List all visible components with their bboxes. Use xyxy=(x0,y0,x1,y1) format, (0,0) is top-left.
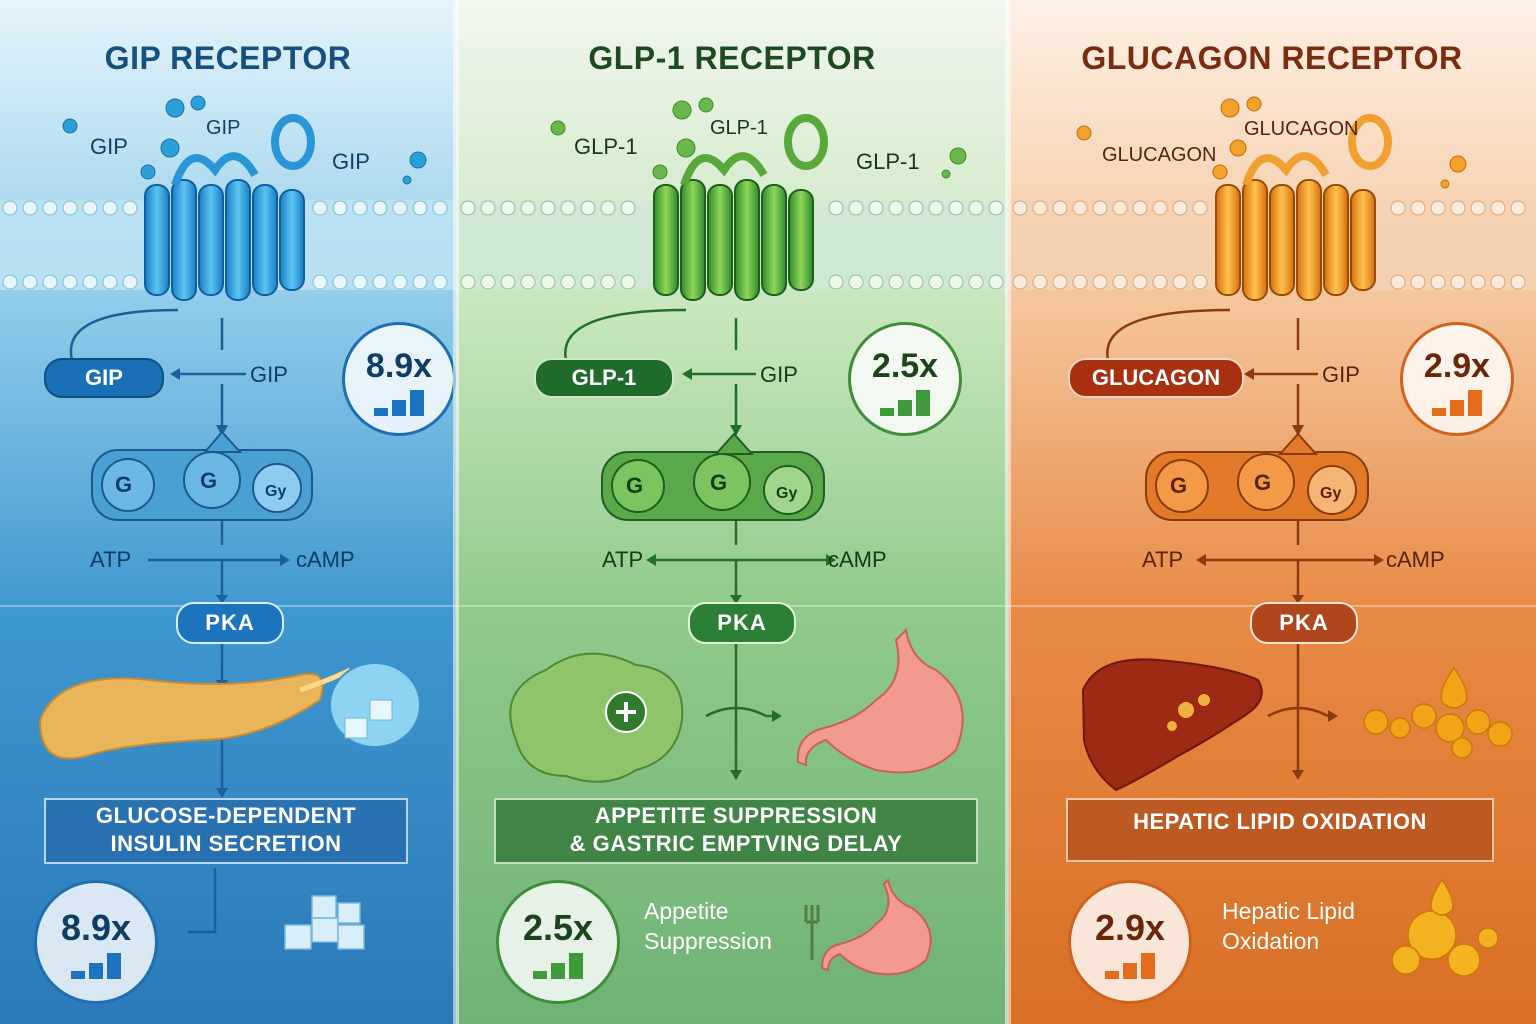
glp1-receptor-protein xyxy=(653,114,828,301)
atp-label: ATP xyxy=(1142,547,1184,572)
svg-text:G: G xyxy=(200,468,217,493)
ligand-label: GIP xyxy=(90,134,128,159)
pancreas-illustration xyxy=(38,662,421,760)
panel-divider xyxy=(1005,0,1011,1024)
gip-panel-background: G G Gy xyxy=(0,0,456,1024)
bar-chart-icon xyxy=(37,953,155,979)
pka-pill: PKA xyxy=(1250,602,1358,644)
badge-value: 2.9x xyxy=(1423,347,1491,385)
bar-chart-icon xyxy=(1403,390,1511,416)
gip-g-protein xyxy=(91,430,313,521)
glucagon-receptor-panel: G G Gy GLUCAGON RECEPTOR GLUCAGON GLUCAGON… xyxy=(1008,0,1536,1024)
ligand-label: GIP xyxy=(206,117,241,139)
glucagon-pathway-arrows xyxy=(1106,308,1374,770)
bottom-fold-change-badge: 8.9x xyxy=(34,880,158,1004)
panel-title: GIP RECEPTOR xyxy=(104,40,352,76)
bar-chart-icon xyxy=(345,390,453,416)
camp-label: cAMP xyxy=(296,547,355,572)
fold-change-badge: 2.9x xyxy=(1400,322,1514,436)
ligand-pill: GIP xyxy=(44,358,164,398)
arrow-label: GIP xyxy=(250,362,288,387)
svg-text:G: G xyxy=(710,470,727,495)
badge-value: 8.9x xyxy=(60,907,132,948)
ligand-label: GLUCAGON xyxy=(1244,118,1359,140)
caption-line-1: Appetite xyxy=(644,898,729,924)
bottom-lipid-droplets xyxy=(1391,878,1499,977)
gip-membrane xyxy=(2,200,448,290)
atp-label: ATP xyxy=(90,547,132,572)
bar-chart-icon xyxy=(499,953,617,979)
panel-divider xyxy=(453,0,459,1024)
svg-text:G: G xyxy=(115,472,132,497)
output-line-2: INSULIN SECRETION xyxy=(110,831,342,856)
output-line-1: APPETITE SUPPRESSION xyxy=(594,803,878,828)
brain-illustration xyxy=(509,652,684,783)
fork-icon xyxy=(804,905,820,960)
bottom-fold-change-badge: 2.5x xyxy=(496,880,620,1004)
ligand-label: GLUCAGON xyxy=(1102,144,1217,166)
caption-line-2: Oxidation xyxy=(1222,928,1320,954)
arrow-label: GIP xyxy=(760,362,798,387)
caption-line-2: Suppression xyxy=(644,928,772,954)
bar-chart-icon xyxy=(1071,953,1189,979)
ligand-label: GIP xyxy=(332,149,370,174)
glucagon-panel-background: G G Gy xyxy=(1008,0,1536,1024)
svg-text:Gy: Gy xyxy=(776,485,797,502)
lipid-droplets-illustration xyxy=(1363,666,1513,759)
panel-title: GLUCAGON RECEPTOR xyxy=(1081,40,1463,76)
liver-illustration xyxy=(1081,658,1263,792)
gip-receptor-protein xyxy=(144,114,315,301)
bar-chart-icon xyxy=(851,390,959,416)
output-effect-box: GLUCOSE-DEPENDENT INSULIN SECRETION xyxy=(44,798,408,864)
badge-value: 8.9x xyxy=(365,347,433,385)
glucagon-receptor-protein xyxy=(1215,114,1392,301)
fold-change-badge: 2.5x xyxy=(848,322,962,436)
ligand-pill: GLP-1 xyxy=(534,358,674,398)
bottom-fold-change-badge: 2.9x xyxy=(1068,880,1192,1004)
glp1-pathway-arrows xyxy=(564,308,826,770)
atp-label: ATP xyxy=(602,547,644,572)
pka-pill: PKA xyxy=(176,602,284,644)
arrow-label: GIP xyxy=(1322,362,1360,387)
gip-pathway-arrows xyxy=(69,308,280,934)
svg-text:G: G xyxy=(626,473,643,498)
small-stomach-illustration xyxy=(820,877,932,976)
effect-caption: Appetite Suppression xyxy=(644,896,772,956)
svg-text:G: G xyxy=(1170,473,1187,498)
output-line-1: GLUCOSE-DEPENDENT xyxy=(95,803,357,828)
ligand-pill: GLUCAGON xyxy=(1068,358,1244,398)
glp1-membrane xyxy=(460,200,1004,290)
svg-text:G: G xyxy=(1254,470,1271,495)
glp1-g-protein xyxy=(601,432,825,521)
badge-value: 2.9x xyxy=(1094,907,1166,948)
panel-title: GLP-1 RECEPTOR xyxy=(588,40,876,76)
ligand-label: GLP-1 xyxy=(856,149,920,174)
fold-change-badge: 8.9x xyxy=(342,322,456,436)
output-line-2: & GASTRIC EMPTVING DELAY xyxy=(569,831,903,856)
svg-text:Gy: Gy xyxy=(1320,485,1341,502)
glucagon-membrane xyxy=(1012,200,1526,290)
ligand-label: GLP-1 xyxy=(710,117,768,139)
camp-label: cAMP xyxy=(828,547,887,572)
badge-value: 2.5x xyxy=(871,347,939,385)
badge-value: 2.5x xyxy=(522,907,594,948)
glp1-panel-background: G G Gy xyxy=(456,0,1008,1024)
output-line-1: HEPATIC LIPID OXIDATION xyxy=(1133,809,1427,834)
effect-caption: Hepatic Lipid Oxidation xyxy=(1222,896,1355,956)
stomach-illustration xyxy=(796,627,964,774)
output-effect-box: HEPATIC LIPID OXIDATION xyxy=(1066,798,1494,862)
gip-sugar-cubes xyxy=(284,895,365,950)
pka-pill: PKA xyxy=(688,602,796,644)
caption-line-1: Hepatic Lipid xyxy=(1222,898,1355,924)
output-effect-box: APPETITE SUPPRESSION & GASTRIC EMPTVING … xyxy=(494,798,978,864)
ligand-label: GLP-1 xyxy=(574,134,638,159)
camp-label: cAMP xyxy=(1386,547,1445,572)
glucagon-g-protein xyxy=(1145,432,1369,521)
svg-text:Gy: Gy xyxy=(265,483,286,500)
